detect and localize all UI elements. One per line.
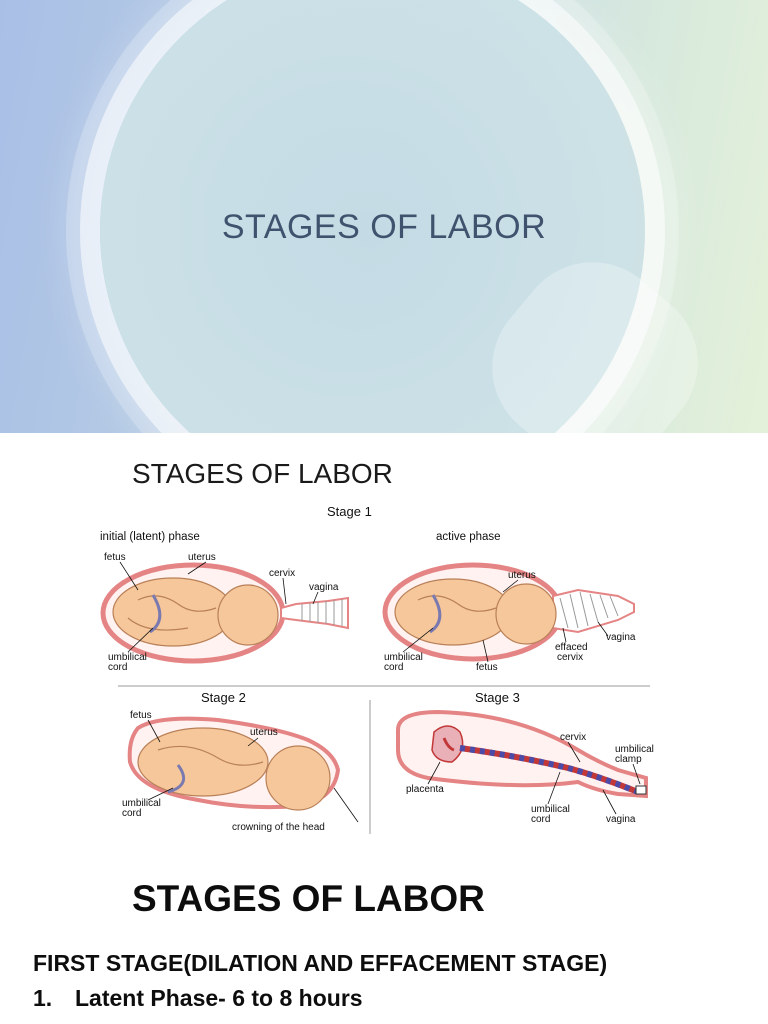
active-vagina-label: vagina [606,632,636,643]
first-stage-heading: FIRST STAGE(DILATION AND EFFACEMENT STAG… [33,950,608,976]
latent-uterus-label: uterus [188,552,216,563]
stage2-umbilical-label: umbilical [122,798,161,809]
stage3-umbilical-clamp-label-2: clamp [615,754,642,765]
list-item: 1. Latent Phase- 6 to 8 hours [33,985,363,1012]
latent-cord-label: cord [108,662,127,673]
active-umbilical-label: umbilical [384,652,423,663]
latent-phase-label: initial (latent) phase [100,531,200,543]
stage2-cord-label: cord [122,808,141,819]
latent-umbilical-label: umbilical [108,652,147,663]
latent-vagina-label: vagina [309,582,339,593]
latent-fetus-label: fetus [104,552,126,563]
active-fetus-label: fetus [476,662,498,673]
active-phase-label: active phase [436,531,501,543]
stage2-illustration [127,716,341,811]
active-effaced-label: effaced [555,642,588,653]
stage3-heading: Stage 3 [475,690,520,705]
stage1-active-illustration [382,562,635,662]
stage2-leader-lines [147,719,359,823]
content-slide-heading: STAGES OF LABOR [132,878,485,919]
stage3-vagina-label: vagina [606,814,636,825]
stage3-placenta-label: placenta [406,784,444,795]
active-cord-label: cord [384,662,403,673]
stage3-umbilical-label: umbilical [531,804,570,815]
stage3-umbilical-clamp-label-1: umbilical [615,744,654,755]
stage2-fetus-label: fetus [130,710,152,721]
latent-leader-lines [119,561,319,653]
stage3-cord-label: cord [531,814,550,825]
stage3-cervix-label: cervix [560,732,586,743]
active-uterus-label: uterus [508,570,536,581]
decorative-ring [100,0,645,433]
stage2-heading: Stage 2 [201,690,246,705]
stage3-illustration [396,709,648,799]
stages-of-labor-diagram: Stage 1 initial (latent) phase active ph… [100,504,654,834]
diagram-slide-heading: STAGES OF LABOR [132,458,393,489]
stage2-uterus-label: uterus [250,727,278,738]
stage1-heading: Stage 1 [327,504,372,519]
list-item-number: 1. [33,985,53,1011]
active-leader-lines [402,579,609,663]
title-slide: STAGES OF LABOR [0,0,768,433]
list-item-text: Latent Phase- 6 to 8 hours [75,985,363,1011]
stage1-latent-illustration [100,562,349,664]
latent-cervix-label: cervix [269,568,295,579]
stage2-crowning-label: crowning of the head [232,822,325,833]
active-cervix-label: cervix [557,652,583,663]
title-slide-heading: STAGES OF LABOR [221,208,547,246]
stage3-leader-lines [427,741,641,815]
